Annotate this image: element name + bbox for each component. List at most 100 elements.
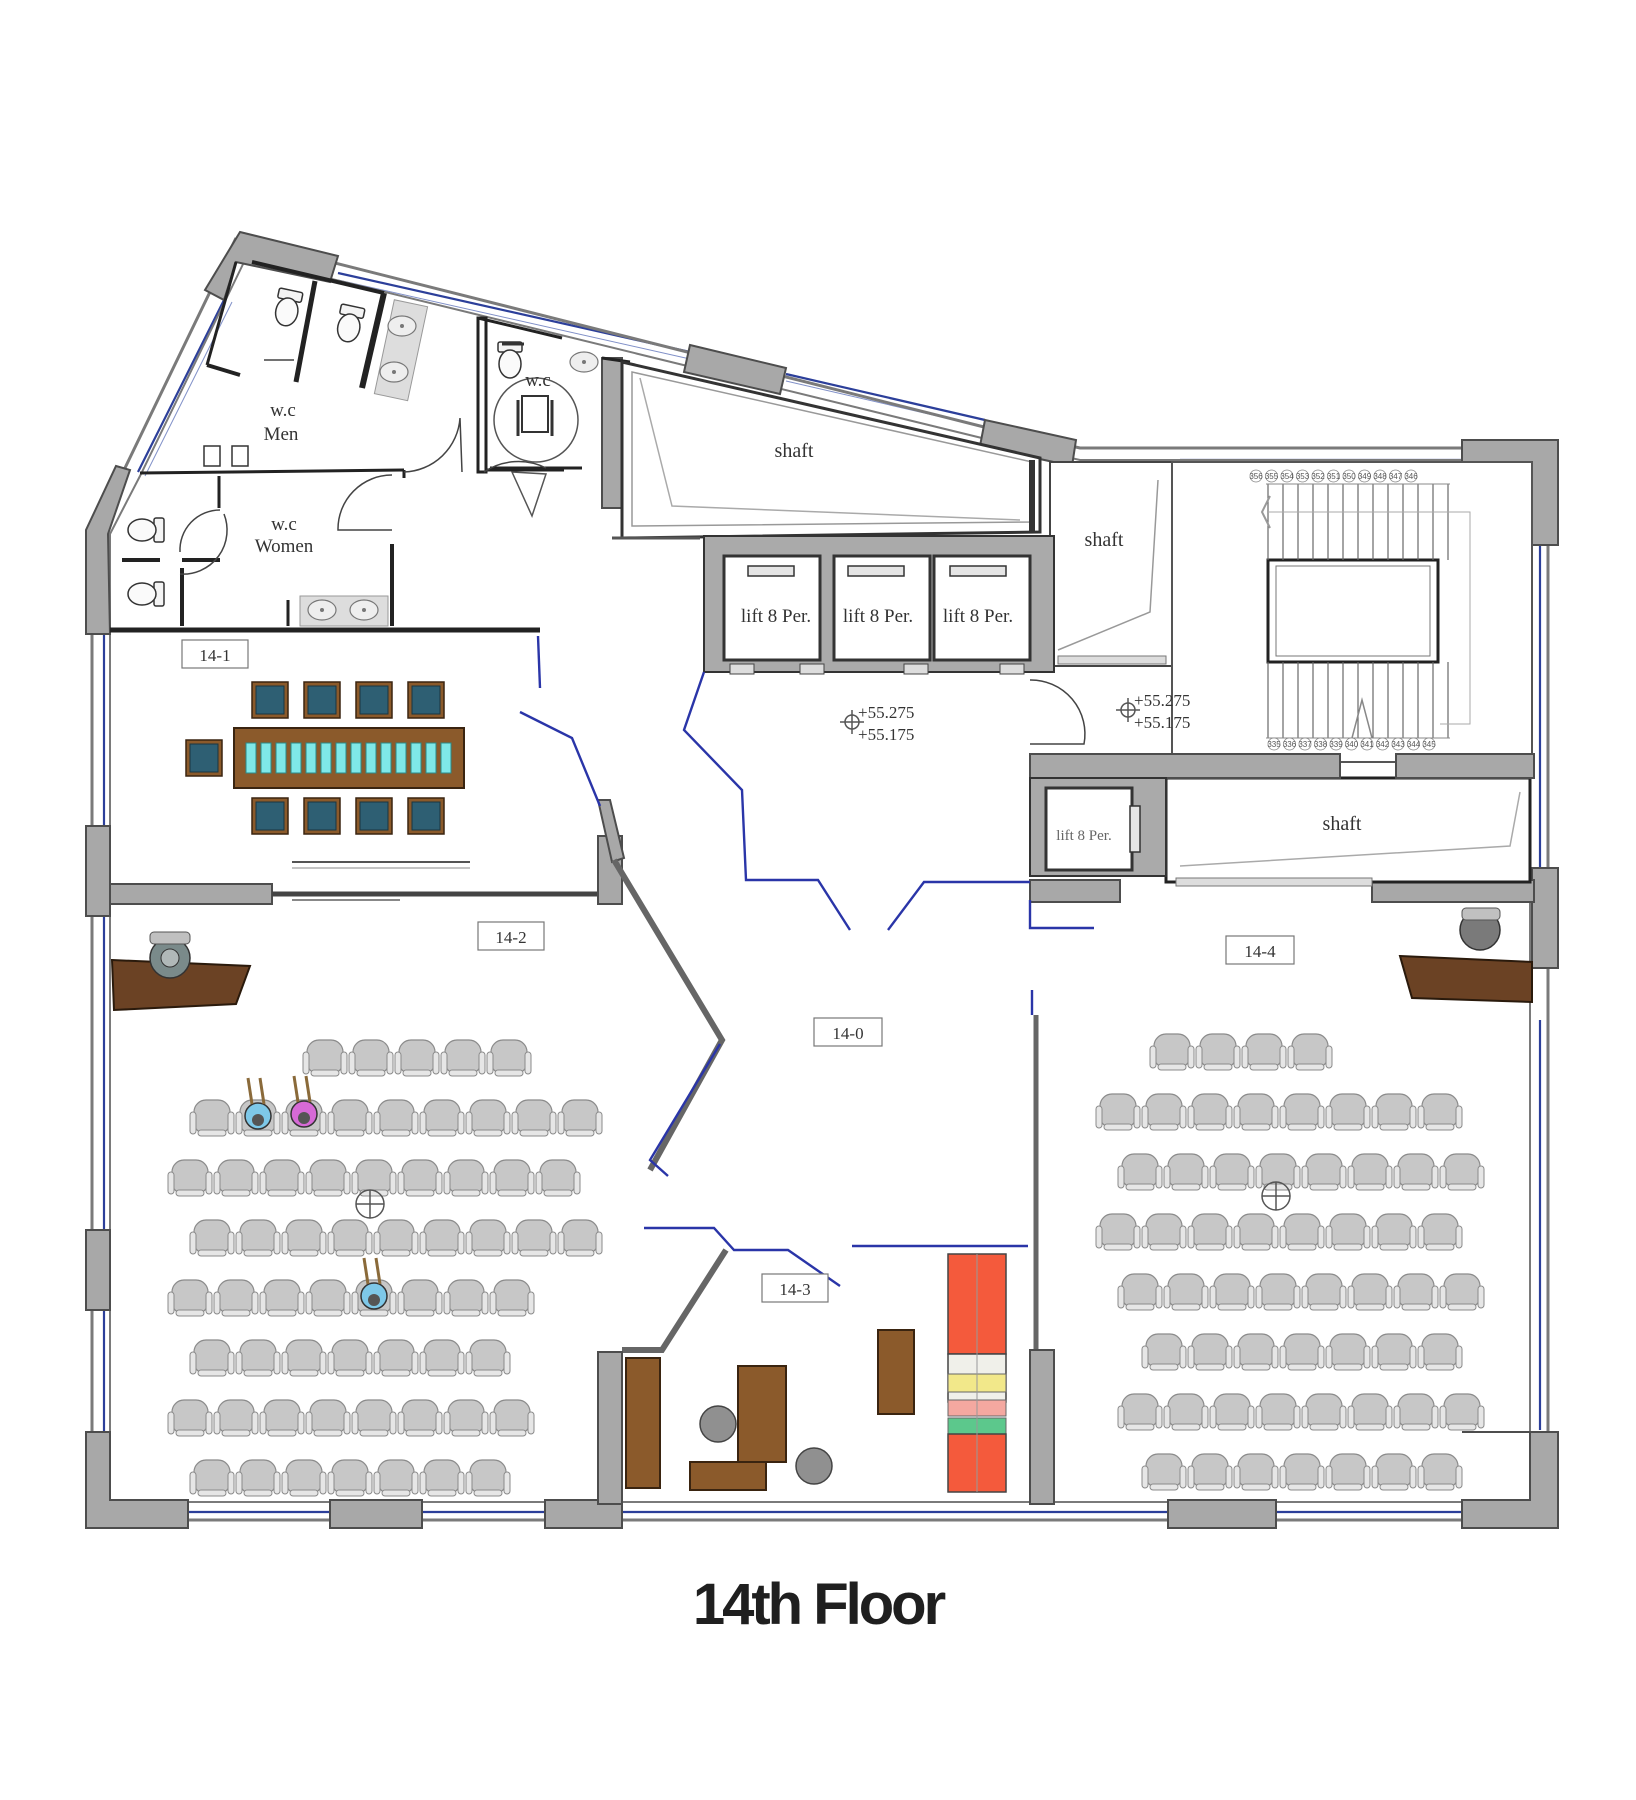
urinal-icon	[203, 445, 221, 467]
storage-shelves	[947, 1253, 1007, 1493]
small-lift-label: lift 8 Per.	[1056, 828, 1111, 844]
staircase	[1029, 461, 1535, 779]
seat-icon	[440, 1039, 486, 1077]
seat-icon	[1233, 1453, 1279, 1491]
seat-icon	[373, 1219, 419, 1257]
person-icon	[290, 1075, 318, 1128]
stair-level-upper: +55.275	[1134, 691, 1190, 710]
seat-icon	[535, 1159, 581, 1197]
seat-icon	[489, 1399, 535, 1437]
seat-icon	[1141, 1333, 1187, 1371]
level-marker-icon	[355, 698, 1291, 1219]
stair-step-number: 338	[1314, 740, 1328, 749]
seat-icon	[465, 1339, 511, 1377]
seat-icon	[327, 1459, 373, 1497]
seat-icon	[1417, 1213, 1463, 1251]
small-lift	[1029, 777, 1167, 877]
toilet-fixtures	[127, 287, 599, 627]
seat-icon	[1141, 1453, 1187, 1491]
seat-icon	[397, 1399, 443, 1437]
person-icon	[244, 1077, 272, 1130]
seat-icon	[1255, 1273, 1301, 1311]
wc-men-label-2: Men	[264, 424, 299, 445]
urinal-icon	[231, 445, 249, 467]
toilet-icon	[336, 303, 366, 343]
seat-icon	[1439, 1153, 1485, 1191]
lift-1-label: lift 8 Per.	[741, 606, 811, 627]
seat-icon	[1187, 1213, 1233, 1251]
seat-icon	[1417, 1333, 1463, 1371]
seat-icon	[235, 1339, 281, 1377]
stair-step-number: 353	[1296, 472, 1310, 481]
vanity-counter	[373, 299, 429, 402]
seat-icon	[511, 1099, 557, 1137]
chair-icon	[407, 681, 445, 719]
seat-icon	[1287, 1033, 1333, 1071]
seating-left	[167, 1039, 603, 1497]
seat-icon	[1187, 1453, 1233, 1491]
stair-step-number: 342	[1376, 740, 1390, 749]
stair-step-number: 345	[1422, 740, 1436, 749]
seat-icon	[486, 1039, 532, 1077]
seating-right	[1095, 1033, 1485, 1491]
seat-icon	[1325, 1453, 1371, 1491]
seat-icon	[1117, 1153, 1163, 1191]
seat-icon	[1095, 1213, 1141, 1251]
seat-icon	[1233, 1333, 1279, 1371]
room-tag-14-1: 14-1	[199, 646, 230, 665]
seat-icon	[305, 1279, 351, 1317]
stair-step-number: 349	[1358, 472, 1372, 481]
chair-icon	[251, 681, 289, 719]
wc-women-label-1: w.c	[271, 514, 297, 535]
seat-icon	[1255, 1153, 1301, 1191]
shaft-right-label: shaft	[1085, 529, 1124, 551]
seat-icon	[1163, 1153, 1209, 1191]
floor-title: 14th Floor	[693, 1572, 946, 1637]
wheelchair-icon	[493, 342, 579, 463]
wc-men-label-1: w.c	[270, 400, 296, 421]
seat-icon	[1095, 1093, 1141, 1131]
seat-icon	[1417, 1453, 1463, 1491]
lift-3-label: lift 8 Per.	[943, 606, 1013, 627]
stair-level-lower: +55.175	[1134, 713, 1190, 732]
seat-icon	[419, 1219, 465, 1257]
sink-icon	[387, 315, 417, 337]
seat-icon	[1141, 1213, 1187, 1251]
seat-icon	[465, 1099, 511, 1137]
seat-icon	[1347, 1393, 1393, 1431]
seat-icon	[1371, 1093, 1417, 1131]
seat-icon	[1393, 1153, 1439, 1191]
glass-partitions	[519, 635, 1094, 1287]
seat-icon	[397, 1279, 443, 1317]
office-furniture	[625, 1329, 915, 1491]
seat-icon	[167, 1159, 213, 1197]
room-tag-14-3: 14-3	[779, 1280, 810, 1299]
chair-icon	[251, 797, 289, 835]
seat-icon	[1417, 1093, 1463, 1131]
shaft-top	[612, 360, 1042, 540]
stair-step-number: 337	[1298, 740, 1312, 749]
toilet-icon	[127, 581, 165, 607]
lecturer-left	[149, 931, 191, 979]
room-tag-14-4: 14-4	[1244, 942, 1276, 961]
stair-step-number: 336	[1283, 740, 1297, 749]
seat-icon	[419, 1459, 465, 1497]
seat-icon	[213, 1399, 259, 1437]
seat-icon	[1371, 1213, 1417, 1251]
seat-icon	[1233, 1213, 1279, 1251]
toilet-icon	[127, 517, 165, 543]
shaft-right	[1049, 461, 1173, 667]
seat-icon	[1325, 1333, 1371, 1371]
stair-step-number: 341	[1360, 740, 1374, 749]
seat-icon	[511, 1219, 557, 1257]
sink-icon	[569, 351, 599, 373]
seat-icon	[1301, 1273, 1347, 1311]
seat-icon	[327, 1099, 373, 1137]
chair-icon	[303, 797, 341, 835]
seat-icon	[327, 1339, 373, 1377]
seat-icon	[397, 1159, 443, 1197]
seat-icon	[189, 1219, 235, 1257]
seat-icon	[1209, 1153, 1255, 1191]
seat-icon	[351, 1399, 397, 1437]
shaft-east	[1164, 776, 1532, 887]
